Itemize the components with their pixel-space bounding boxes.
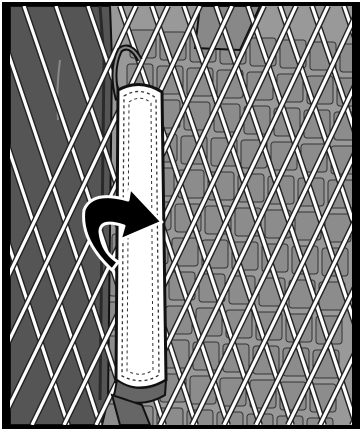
padded-strap-icon: [112, 84, 166, 425]
